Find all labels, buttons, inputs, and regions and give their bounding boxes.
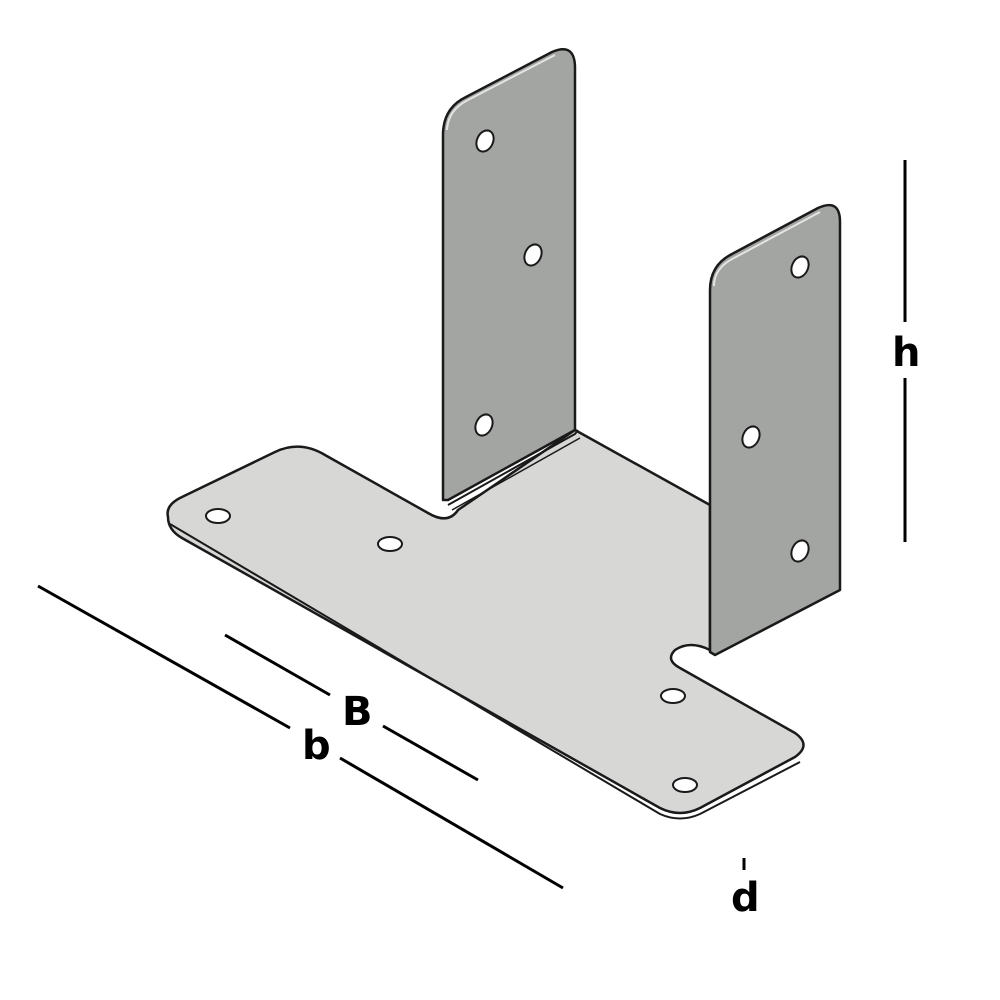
base-plate: [166, 428, 805, 820]
dim-B-line-left: [224, 633, 331, 697]
dimension-label-h: h: [892, 330, 921, 376]
right-upright-hole-3: [790, 539, 810, 563]
left-upright-hole-2: [523, 243, 543, 267]
left-upright-hole-1: [475, 129, 495, 153]
base-hole-4: [672, 777, 698, 793]
right-upright-hole-2: [741, 425, 761, 449]
left-upright: [441, 48, 581, 511]
dim-b-line-left: [37, 584, 291, 730]
dimension-label-d: d: [731, 875, 760, 921]
dimension-label-B: B: [342, 689, 373, 735]
dim-B-line-right: [382, 724, 479, 782]
dimension-label-b: b: [302, 723, 331, 769]
base-hole-2: [377, 536, 403, 552]
base-hole-1: [205, 508, 231, 524]
base-hole-3: [660, 688, 686, 704]
dimension-lines: [37, 160, 907, 890]
left-upright-hole-3: [474, 413, 494, 437]
dim-b-line-right: [339, 756, 564, 890]
right-upright-hole-1: [790, 255, 810, 279]
right-upright: [708, 203, 842, 657]
